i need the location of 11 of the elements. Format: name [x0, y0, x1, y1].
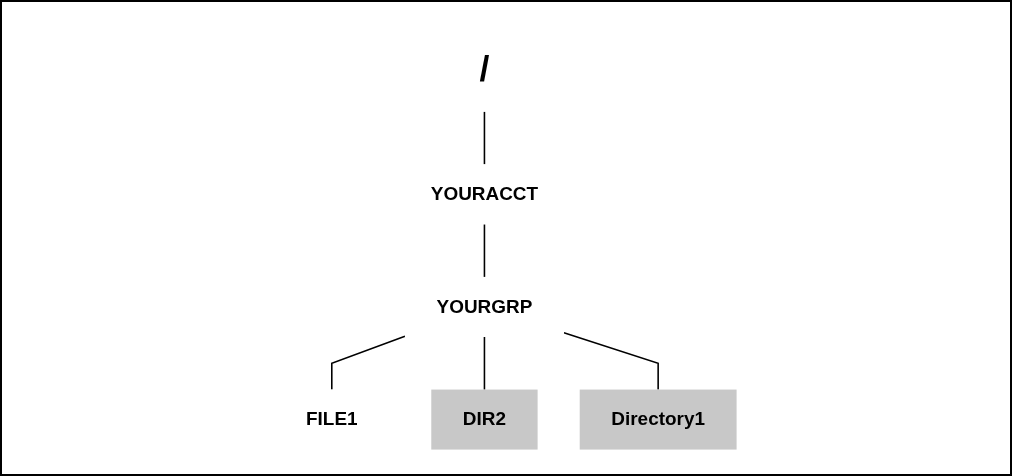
- node-text: FILE1: [306, 408, 359, 430]
- node-text: YOURGRP: [437, 295, 533, 317]
- connector: [331, 335, 407, 391]
- node-text: YOURACCT: [431, 183, 539, 205]
- connector: [484, 110, 486, 166]
- connector: [484, 336, 486, 391]
- connector: [563, 331, 660, 391]
- connector: [484, 223, 486, 278]
- node-box: DIR2: [431, 389, 539, 450]
- node-text: /: [479, 48, 490, 89]
- node-box: Directory1: [580, 389, 738, 450]
